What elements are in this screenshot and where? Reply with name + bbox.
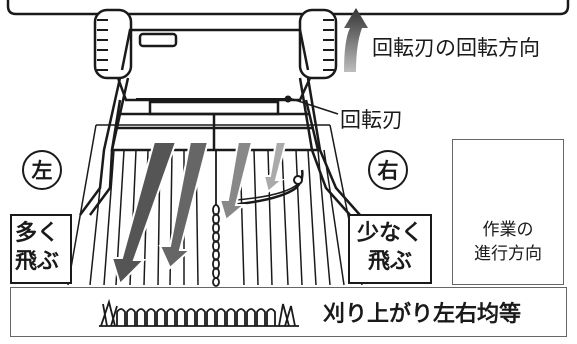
throw-arrows (110, 141, 288, 286)
left-wheel (93, 8, 133, 80)
right-throw-line-1: 少なく (356, 221, 423, 246)
result-label: 刈り上がり左右均等 (323, 302, 522, 327)
left-throw-line-2: 飛ぶ (15, 249, 60, 274)
mower-body (110, 28, 320, 152)
travel-direction-line-1: 作業の (482, 220, 534, 240)
right-wheel (298, 8, 338, 80)
travel-direction-box: 作業の 進行方向 (452, 139, 564, 285)
cut-grass-icon (99, 298, 299, 327)
result-panel: 刈り上がり左右均等 (10, 287, 567, 337)
left-throw-box: 多く 飛ぶ (10, 214, 72, 284)
curved-up-arrow-icon (344, 8, 368, 72)
rotation-direction-label: 回転刃の回転方向 (372, 36, 540, 60)
right-throw-line-2: 飛ぶ (367, 249, 412, 274)
right-mark: 右 (368, 150, 408, 190)
right-throw-box: 少なく 飛ぶ (348, 214, 432, 284)
left-throw-line-1: 多く (15, 221, 60, 246)
travel-direction-line-2: 進行方向 (474, 244, 542, 264)
rotary-blade-label: 回転刃 (340, 108, 403, 132)
chain (212, 150, 220, 287)
travel-direction-label: 作業の 進行方向 (453, 218, 563, 266)
left-mark: 左 (22, 150, 62, 190)
